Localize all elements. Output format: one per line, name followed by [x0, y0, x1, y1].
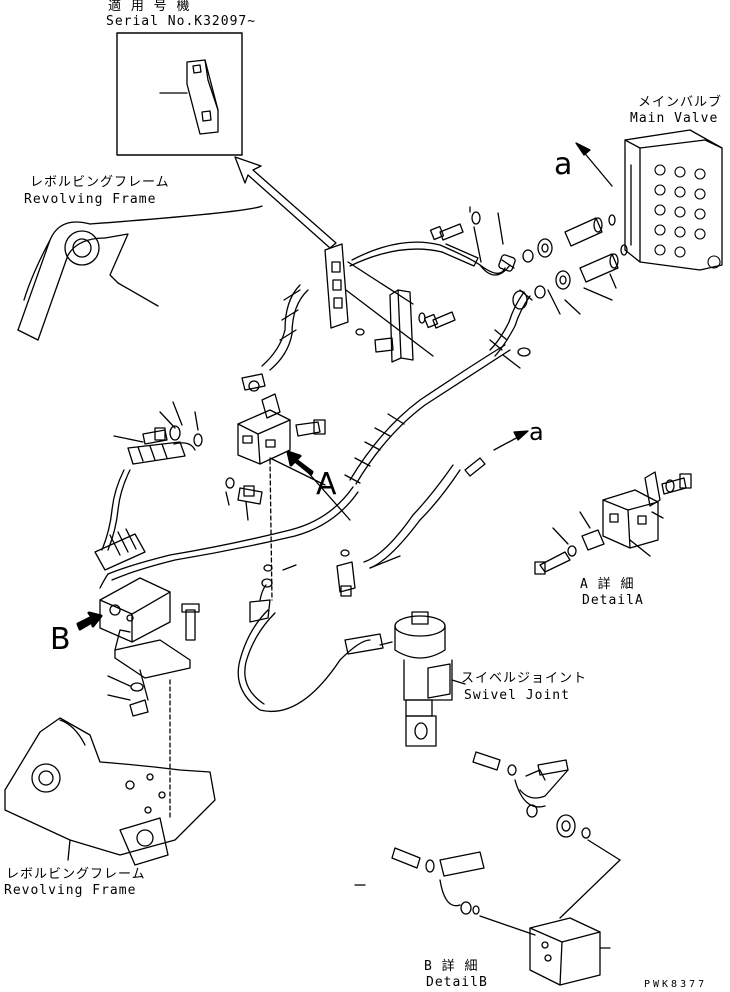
applicable-jp-label: 適 用 号 機 — [108, 0, 191, 14]
main-valve-jp-label: メインバルブ — [638, 95, 723, 110]
revolving-frame-top — [17, 205, 263, 341]
arrow-to-b — [76, 611, 103, 631]
marker-B: B — [50, 622, 72, 657]
detail-b-jp-label: B 詳 細 — [424, 959, 479, 974]
swivel-joint-jp-label: スイベルジョイント — [461, 671, 588, 686]
marker-a-lower: a — [529, 418, 545, 446]
revolving-frame-top-jp-label: レボルビングフレーム — [30, 175, 170, 190]
revolving-frame-bottom-en-label: Revolving Frame — [4, 883, 137, 898]
arrow-to-a — [286, 450, 314, 476]
revolving-frame-bottom — [4, 717, 216, 866]
inset-arrow — [234, 156, 337, 249]
upper-hoses — [261, 241, 533, 371]
main-valve — [624, 129, 723, 271]
figure-code: PWK8377 — [644, 979, 708, 990]
mid-small-parts — [261, 549, 401, 597]
block-b — [99, 577, 200, 821]
center-block-valve — [237, 373, 351, 601]
main-valve-en-label: Main Valve — [630, 111, 719, 126]
left-bolts — [113, 401, 263, 521]
detail-a-assembly — [534, 471, 692, 575]
arrow-a-lower — [493, 430, 529, 451]
top-bolts — [355, 206, 504, 353]
main-valve-fittings — [522, 214, 628, 315]
marker-A: A — [316, 467, 338, 502]
detail-b-assembly — [354, 751, 621, 986]
revolving-frame-top-en-label: Revolving Frame — [24, 192, 157, 207]
serial-inset — [116, 32, 243, 156]
detail-b-en-label: DetailB — [426, 975, 488, 990]
applicable-serial-label: Serial No.K32097~ — [106, 14, 257, 29]
long-hoses — [94, 344, 511, 712]
revolving-frame-bottom-jp-label: レボルビングフレーム — [6, 867, 146, 882]
marker-a-upper: a — [554, 147, 574, 182]
arrow-a-upper — [575, 142, 613, 187]
bracket-plates — [324, 243, 434, 363]
detail-a-en-label: DetailA — [582, 593, 644, 608]
swivel-joint — [379, 611, 466, 747]
detail-a-jp-label: A 詳 細 — [580, 577, 635, 592]
swivel-joint-en-label: Swivel Joint — [464, 688, 570, 703]
